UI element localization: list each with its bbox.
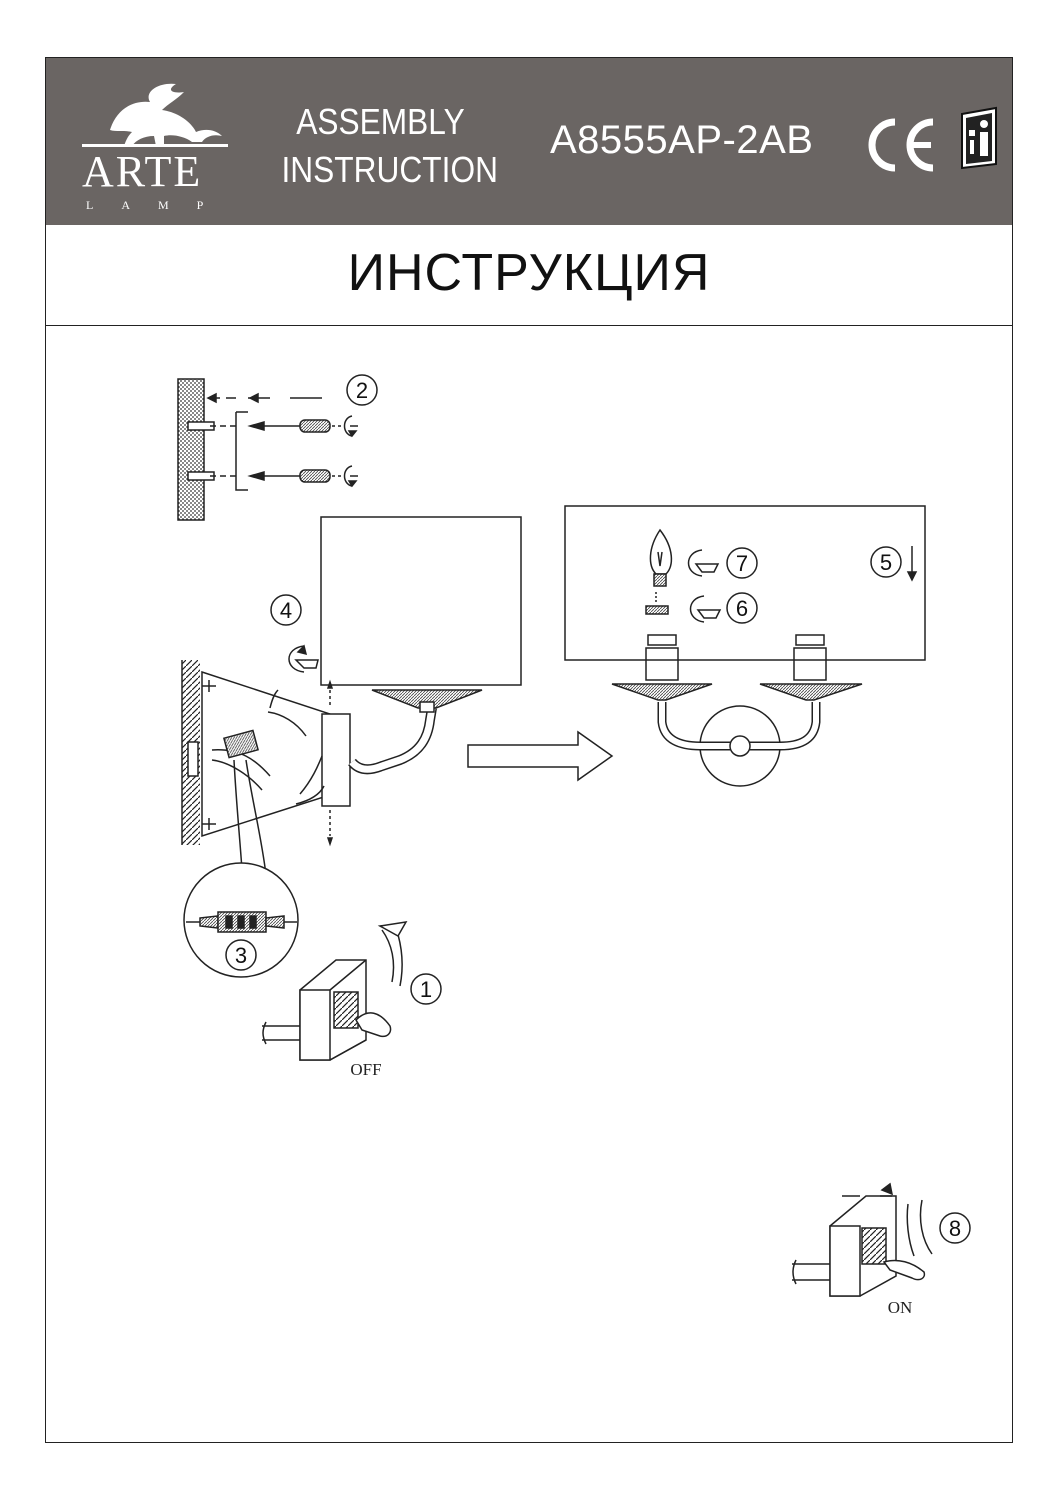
title-bar: ИНСТРУКЦИЯ	[46, 225, 1012, 326]
step-2-marker	[346, 374, 378, 406]
ce-mark-icon	[868, 118, 934, 172]
step4-fixture-side-view	[181, 516, 522, 876]
step-8-number: 8	[949, 1216, 961, 1241]
step-1-marker	[410, 973, 442, 1005]
step-4-marker	[270, 594, 302, 626]
assembly-line1: ASSEMBLY	[296, 101, 465, 142]
wall-section	[177, 378, 205, 521]
front-view-two-arm-fixture	[564, 505, 926, 787]
step-5-number: 5	[880, 550, 892, 575]
step1-switch-off	[262, 921, 408, 1061]
step-4-number: 4	[280, 598, 292, 623]
lamp-shade-side	[320, 516, 522, 686]
bulb-icon	[645, 528, 673, 615]
step8-switch-on	[792, 1182, 933, 1297]
model-number: A8555AP-2AB	[550, 118, 814, 162]
step-5-marker	[870, 546, 902, 578]
brand-wordmark: ARTE	[82, 147, 203, 196]
wall-plug-top	[247, 415, 358, 438]
step-3-number: 3	[235, 943, 247, 968]
arrow-to-front-view	[467, 730, 614, 782]
page-title: ИНСТРУКЦИЯ	[347, 244, 711, 302]
rotate-icon-step7	[687, 549, 720, 577]
step-7-marker	[726, 547, 758, 579]
step-2-number: 2	[356, 378, 368, 403]
switch-off-label: OFF	[350, 1060, 381, 1079]
instruction-sheet: ARTE LAMP ASSEMBLY INSTRUCTION A8555AP-2…	[45, 57, 1013, 1443]
assembly-instruction-label: ASSEMBLY INSTRUCTION	[281, 98, 498, 194]
switch-on-label: ON	[888, 1298, 913, 1317]
step4-rotate-indicator	[288, 644, 319, 673]
step-6-marker	[726, 592, 758, 624]
step3-wire-connector-detail	[183, 862, 299, 978]
assembly-line2: INSTRUCTION	[281, 149, 498, 190]
rotate-icon-step6	[689, 595, 722, 623]
brand-subtitle: LAMP	[86, 198, 232, 212]
step-1-number: 1	[420, 977, 432, 1002]
step-numbers: 2 4 3 1 5 7 6 8	[235, 378, 961, 1241]
step-6-number: 6	[736, 596, 748, 621]
step-3-marker	[225, 939, 257, 971]
step-markers	[225, 374, 971, 1244]
griffin-logo-icon	[82, 83, 228, 147]
step-7-number: 7	[736, 551, 748, 576]
lamp-shade-front	[564, 505, 926, 661]
step-8-marker	[939, 1212, 971, 1244]
step2-wall-mounting	[177, 378, 358, 521]
manual-info-icon	[961, 106, 997, 170]
wall-plug-bottom	[247, 465, 358, 488]
header-bar: ARTE LAMP ASSEMBLY INSTRUCTION A8555AP-2…	[46, 58, 1012, 225]
